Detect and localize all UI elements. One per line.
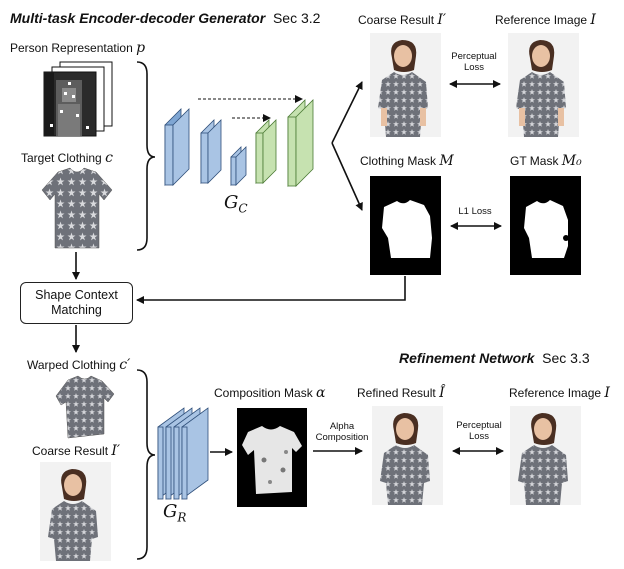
arrow-to-coarse-result <box>331 81 363 144</box>
arrow-mask-to-shape-context <box>136 276 406 304</box>
shape-context-matching-box: Shape Context Matching <box>20 282 133 324</box>
refined-result-image <box>372 406 443 505</box>
section-title-generator: Multi-task Encoder-decoder Generator Sec… <box>10 10 321 26</box>
l1-loss-label: L1 Loss <box>458 206 492 217</box>
arrow-to-clothing-mask <box>331 142 363 211</box>
refined-result-label: Refined Result Î <box>357 385 445 401</box>
composition-mask-image <box>237 408 307 507</box>
input-brace-bottom <box>136 369 156 560</box>
person-representation-stack <box>43 61 113 137</box>
perceptual-loss-label-bottom: Perceptual Loss <box>456 420 502 442</box>
clothing-mask-label: Clothing Mask M <box>360 153 454 169</box>
coarse-result-image <box>370 33 441 137</box>
refinement-gr-label: GR <box>163 501 187 525</box>
gt-mask-image <box>510 176 581 275</box>
warped-clothing-image <box>55 375 115 439</box>
warped-clothing-label: Warped Clothing c′ <box>27 357 131 373</box>
reference-image-top <box>508 33 579 137</box>
reference-image-bottom <box>510 406 581 505</box>
coarse-result-label-bottom: Coarse Result I′ <box>32 443 121 459</box>
coarse-result-image-bottom <box>40 462 111 561</box>
perceptual-loss-label-top: Perceptual Loss <box>451 51 497 73</box>
section-title-refinement: Refinement Network Sec 3.3 <box>399 350 590 366</box>
composition-mask-label: Composition Mask α <box>214 385 326 401</box>
reference-image-label-bottom: Reference Image I <box>509 385 610 401</box>
generator-gc-label: GC <box>224 192 248 216</box>
coarse-result-label: Coarse Result I′ <box>358 12 447 28</box>
encoder-decoder-blocks <box>164 95 314 187</box>
input-brace-top <box>136 61 156 251</box>
clothing-mask-image <box>370 176 441 275</box>
reference-image-label: Reference Image I <box>495 12 596 28</box>
alpha-composition-label: Alpha Composition <box>315 421 369 443</box>
person-representation-label: Person Representation p <box>10 40 146 56</box>
target-clothing-image <box>41 167 113 249</box>
gt-mask-label: GT Mask M₀ <box>510 153 582 169</box>
target-clothing-label: Target Clothing c <box>21 150 113 166</box>
refinement-network-blocks <box>157 407 209 500</box>
